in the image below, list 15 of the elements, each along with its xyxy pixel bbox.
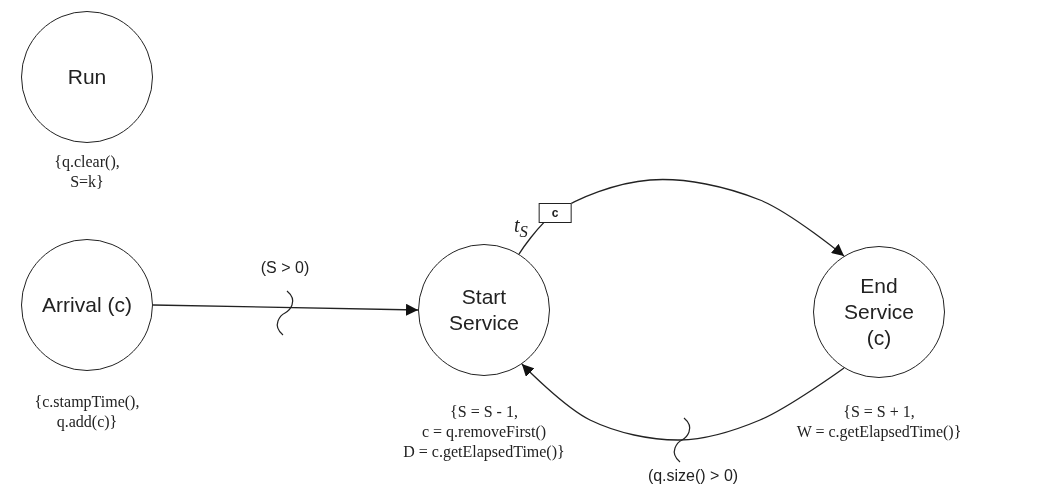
condition-label: (S > 0) [260,259,310,277]
action-text: {q.clear(), S=k} [54,152,120,192]
condition-label: (q.size() > 0) [647,467,739,485]
action-text: {S = S - 1, c = q.removeFirst() D = c.getElapsedTime()} [403,402,565,462]
parameter-label: c [538,203,572,223]
arrow [152,303,419,316]
event-name: Run [66,64,108,90]
event-name: End Service (c) [843,273,915,351]
event-name: Start Service [448,284,520,336]
arrow [521,363,845,441]
delay-label: t$_{S}$ [514,214,528,242]
arrow [518,178,845,257]
event-name: Arrival (c) [41,292,133,318]
action-text: {c.stampTime(), q.add(c)} [34,392,140,432]
action-text: {S = S + 1, W = c.getElapsedTime()} [796,402,962,442]
